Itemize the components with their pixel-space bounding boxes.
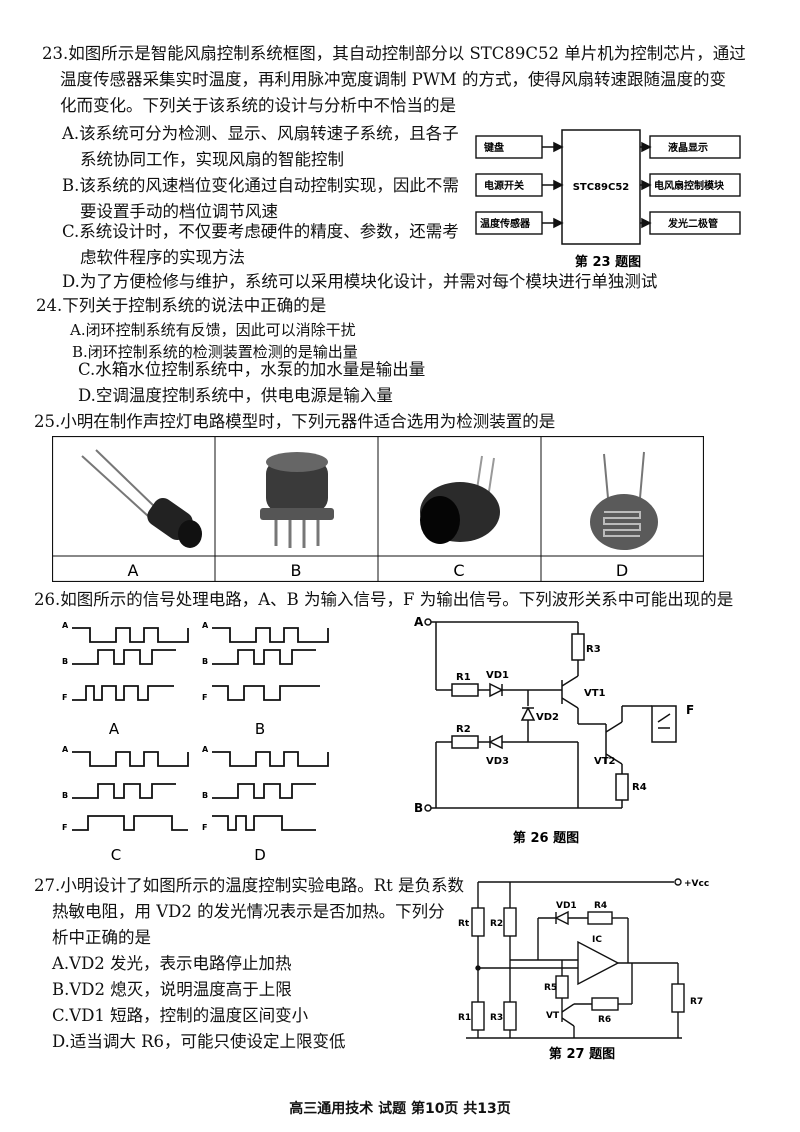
q23-option-b-line1: B.该系统的风速档位变化通过自动控制实现，因此不需 xyxy=(62,176,459,195)
arrow-icon xyxy=(542,217,564,229)
arrow-icon xyxy=(640,217,652,229)
vd1-label: VD1 xyxy=(486,670,509,681)
wave-row-label: F xyxy=(202,693,207,702)
r6-label: R6 xyxy=(598,1015,611,1025)
wave-option-c: C xyxy=(111,846,121,864)
q26-caption: 第 26 题图 xyxy=(513,830,579,846)
r4-label: R4 xyxy=(632,782,647,793)
wave-row-label: B xyxy=(62,791,68,800)
keyboard-label: 键盘 xyxy=(483,141,504,154)
q24-option-d: D.空调温度控制系统中，供电电源是输入量 xyxy=(78,386,393,405)
wave-row-label: F xyxy=(62,823,67,832)
temp-sensor-label: 温度传感器 xyxy=(480,217,531,230)
q24-option-a: A.闭环控制系统有反馈，因此可以消除干扰 xyxy=(70,321,356,339)
arrow-icon xyxy=(640,141,652,153)
q23-option-b-line2: 要设置手动的档位调节风速 xyxy=(80,202,278,221)
wave-row-label: F xyxy=(202,823,207,832)
photoresistor-component-icon xyxy=(590,451,658,550)
q23-stem-line2: 温度传感器采集实时温度，再利用脉冲宽度调制 PWM 的方式，使得风扇转速跟随温度… xyxy=(60,70,726,89)
circuit-input-a: A xyxy=(414,615,424,629)
q24-option-b: B.闭环控制系统的检测装置检测的是输出量 xyxy=(72,343,358,361)
q27-option-b: B.VD2 熄灭，说明温度高于上限 xyxy=(52,980,292,999)
r5-label: R5 xyxy=(544,983,557,993)
r4-label: R4 xyxy=(594,901,607,911)
q24-option-c: C.水箱水位控制系统中，水泵的加水量是输出量 xyxy=(78,360,426,379)
led-label: 发光二极管 xyxy=(667,217,718,230)
q23-option-a-line1: A.该系统可分为检测、显示、风扇转速子系统，且各子 xyxy=(62,124,459,143)
q23-caption: 第 23 题图 xyxy=(575,254,641,268)
q24-stem: 24.下列关于控制系统的说法中正确的是 xyxy=(36,296,327,315)
arrow-icon xyxy=(640,179,652,191)
wave-row-label: B xyxy=(202,791,208,800)
q26-circuit: A B F R3 R1 VD1 VT1 VD2 R2 VD3 VT2 R4 第 … xyxy=(414,615,694,846)
wave-row-label: A xyxy=(62,621,69,630)
vd1-label: VD1 xyxy=(556,901,577,911)
r3-label: R3 xyxy=(490,1013,503,1023)
led-component-icon xyxy=(81,449,202,548)
wave-option-d: D xyxy=(254,846,266,864)
q25-label-b: B xyxy=(291,561,302,580)
q25-stem: 25.小明在制作声控灯电路模型时，下列元器件适合选用为检测装置的是 xyxy=(34,412,556,431)
q27-option-c: C.VD1 短路，控制的温度区间变小 xyxy=(52,1006,309,1025)
wave-option-b: B xyxy=(255,720,265,738)
mcu-block xyxy=(561,129,641,245)
q23-block-diagram: STC89C52 键盘 电源开关 温度传感器 液晶显示 电风扇控制模块 发光二极… xyxy=(475,129,741,268)
mcu-label: STC89C52 xyxy=(573,182,630,193)
wave-row-label: B xyxy=(202,657,208,666)
q26-waveforms: A B F A B F A B F A B F A B C D xyxy=(62,621,329,864)
microphone-component-icon xyxy=(420,455,500,544)
vcc-label: +Vcc xyxy=(684,879,709,889)
q26-stem: 26.如图所示的信号处理电路，A、B 为输入信号，F 为输出信号。下列波形关系中… xyxy=(34,590,734,609)
q23-option-c-line1: C.系统设计时，不仅要考虑硬件的精度、参数，还需考 xyxy=(62,222,459,241)
q27-caption: 第 27 题图 xyxy=(549,1046,615,1062)
lcd-label: 液晶显示 xyxy=(668,141,708,154)
fan-control-label: 电风扇控制模块 xyxy=(654,179,725,192)
q27-stem-line2: 热敏电阻，用 VD2 的发光情况表示是否加热。下列分 xyxy=(52,902,445,921)
q23-option-d: D.为了方便检修与维护，系统可以采用模块化设计，并需对每个模块进行单独测试 xyxy=(62,272,658,291)
q25-label-a: A xyxy=(128,561,139,580)
q27-stem-line3: 析中正确的是 xyxy=(52,928,151,947)
q23-stem-line1: 23.如图所示是智能风扇控制系统框图，其自动控制部分以 STC89C52 单片机… xyxy=(42,44,746,63)
q27-option-d: D.适当调大 R6，可能只使设定上限变低 xyxy=(52,1032,346,1051)
q25-label-d: D xyxy=(616,561,628,580)
q25-component-table: A B C D xyxy=(52,436,704,582)
q25-label-c: C xyxy=(453,561,464,580)
r1-label: R1 xyxy=(458,1013,471,1023)
vd3-label: VD3 xyxy=(486,756,509,767)
wave-row-label: F xyxy=(62,693,67,702)
q27-circuit: +Vcc Rt R1 R2 R3 VD1 R4 IC R5 VT R6 R7 第… xyxy=(458,878,709,1062)
r1-label: R1 xyxy=(456,672,471,683)
r2-label: R2 xyxy=(456,724,471,735)
power-switch-label: 电源开关 xyxy=(484,179,524,192)
r7-label: R7 xyxy=(690,997,703,1007)
wave-option-a: A xyxy=(109,720,120,738)
arrow-icon xyxy=(542,179,564,191)
q23-option-a-line2: 系统协同工作，实现风扇的智能控制 xyxy=(80,150,344,169)
wave-row-label: A xyxy=(202,745,209,754)
circuit-output-f: F xyxy=(686,703,694,717)
sensor-component-icon xyxy=(260,452,334,548)
vt1-label: VT1 xyxy=(584,688,606,699)
r3-label: R3 xyxy=(586,644,601,655)
wave-row-label: A xyxy=(62,745,69,754)
q27-option-a: A.VD2 发光，表示电路停止加热 xyxy=(52,954,292,973)
q23-stem-line3: 化而变化。下列关于该系统的设计与分析中不恰当的是 xyxy=(60,96,456,115)
r2-label: R2 xyxy=(490,919,503,929)
q27-stem-line1: 27.小明设计了如图所示的温度控制实验电路。Rt 是负系数 xyxy=(34,876,465,895)
wave-row-label: A xyxy=(202,621,209,630)
vt-label: VT xyxy=(546,1011,560,1021)
page-footer: 高三通用技术 试题 第10页 共13页 xyxy=(289,1101,511,1117)
wave-row-label: B xyxy=(62,657,68,666)
ic-label: IC xyxy=(592,935,602,945)
vd2-label: VD2 xyxy=(536,712,559,723)
circuit-input-b: B xyxy=(414,801,423,815)
vt2-label: VT2 xyxy=(594,756,616,767)
q23-option-c-line2: 虑软件程序的实现方法 xyxy=(80,248,245,267)
arrow-icon xyxy=(542,141,564,153)
rt-label: Rt xyxy=(458,919,470,929)
